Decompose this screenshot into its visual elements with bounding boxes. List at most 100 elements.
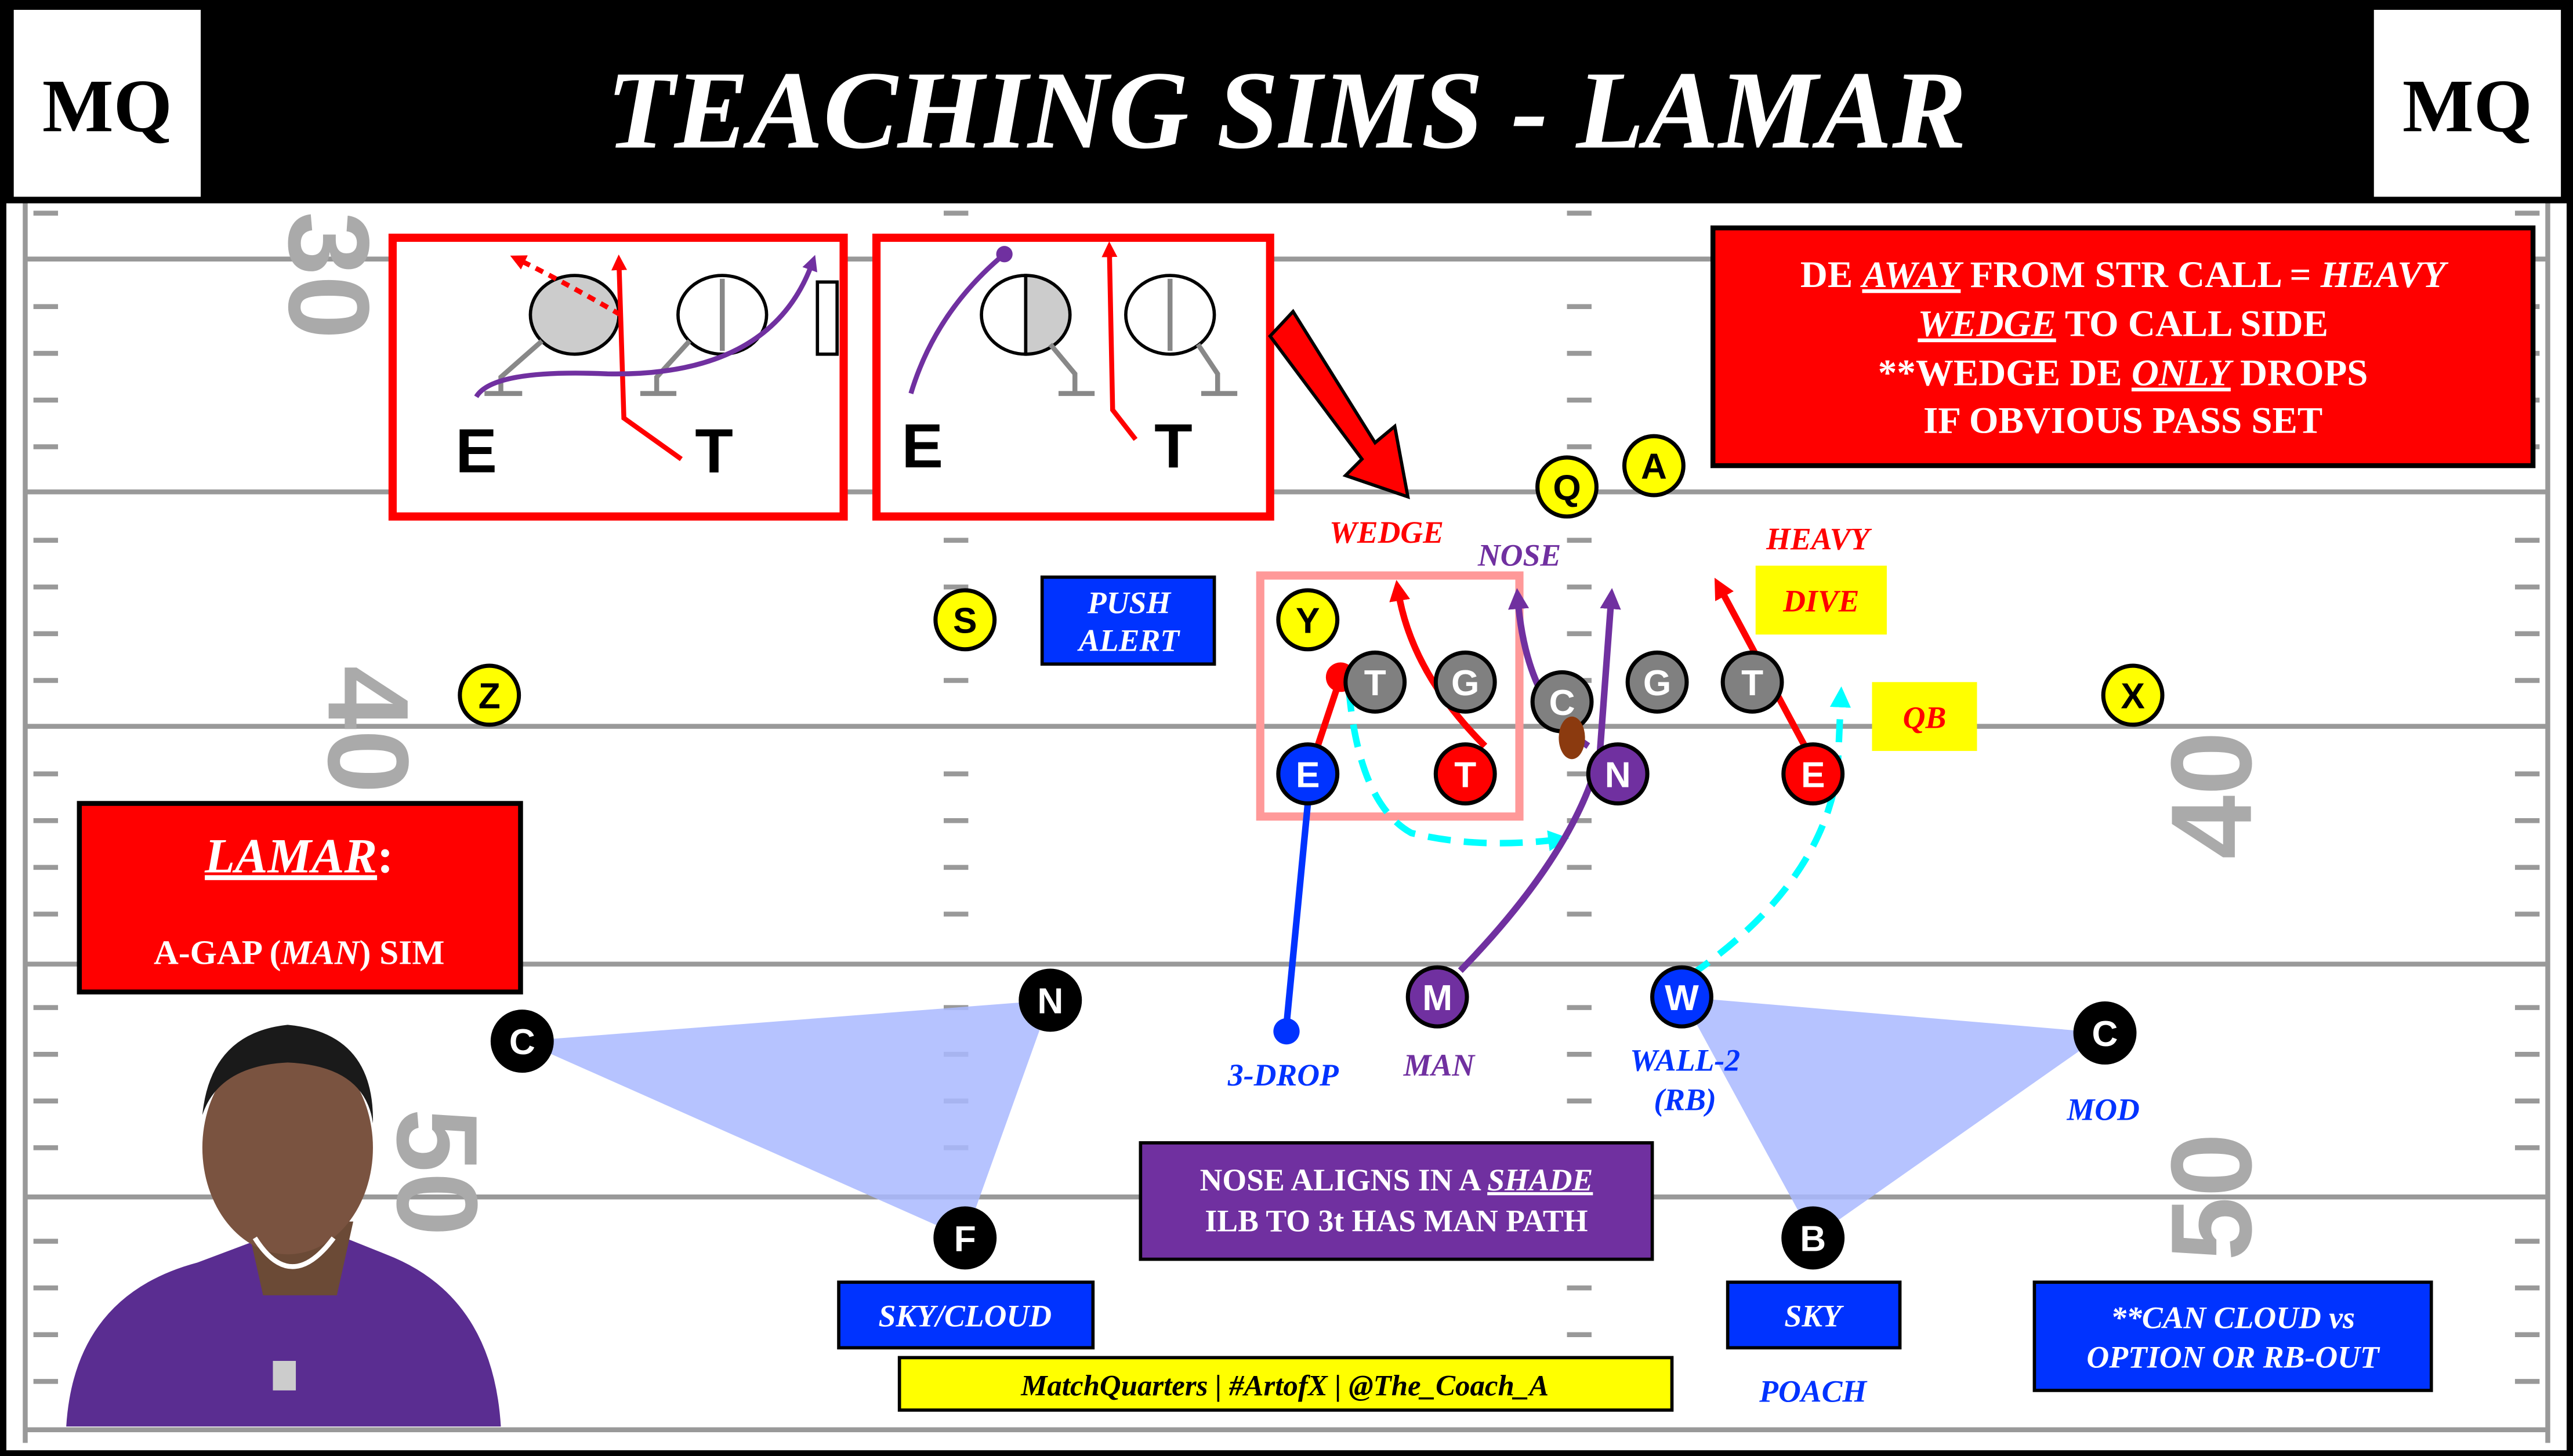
- player-n: N: [1586, 742, 1650, 806]
- label-wall2: WALL-2: [1630, 1043, 1740, 1077]
- svg-text:MQ: MQ: [42, 64, 172, 148]
- player-letter: G: [1643, 663, 1671, 703]
- player-circle: [1433, 650, 1497, 714]
- label-wedge: WEDGE: [1329, 515, 1444, 550]
- svg-text:ILB TO 3t HAS MAN PATH: ILB TO 3t HAS MAN PATH: [1205, 1204, 1588, 1239]
- nose-box: NOSE ALIGNS IN A SHADE ILB TO 3t HAS MAN…: [1139, 1141, 1654, 1261]
- player-photo: [66, 1025, 501, 1427]
- player-circle: [1535, 455, 1599, 519]
- player-0: T: [1343, 650, 1407, 714]
- label-poach: POACH: [1759, 1374, 1868, 1409]
- player-circle: [1276, 588, 1340, 652]
- inset-box-left: E T: [388, 233, 848, 521]
- player-letter: Y: [1296, 601, 1320, 641]
- wedge-highlight: [1256, 571, 1524, 821]
- player-letter: T: [1364, 663, 1386, 703]
- player-circle: [2101, 663, 2165, 727]
- player-t: T: [1433, 742, 1497, 806]
- svg-text:WEDGE TO CALL SIDE: WEDGE TO CALL SIDE: [1918, 303, 2328, 345]
- player-letter: M: [1422, 978, 1452, 1018]
- yard-number: 50: [2147, 1133, 2275, 1261]
- yard-number: 40: [2147, 731, 2275, 859]
- label-sky: SKY: [1784, 1299, 1844, 1334]
- player-letter: C: [509, 1022, 535, 1062]
- player-circle: [1586, 742, 1650, 806]
- player-circle: [1433, 742, 1497, 806]
- player-w: W: [1650, 965, 1713, 1029]
- inset-e: E: [455, 416, 497, 485]
- player-circle: [1625, 650, 1689, 714]
- label-qb: QB: [1903, 700, 1947, 735]
- player-letter: G: [1451, 663, 1479, 703]
- player-letter: C: [1549, 683, 1575, 723]
- player-n_back: N: [1019, 968, 1082, 1032]
- yard-number: 40: [305, 666, 433, 793]
- player-letter: W: [1665, 978, 1699, 1018]
- player-circle: [458, 663, 521, 727]
- label-man: MAN: [1403, 1048, 1476, 1083]
- logo-right: MQ: [2373, 9, 2561, 197]
- svg-text:NOSE ALIGNS IN A SHADE: NOSE ALIGNS IN A SHADE: [1200, 1163, 1593, 1197]
- inset-t: T: [695, 416, 733, 485]
- player-circle: [1276, 742, 1340, 806]
- player-letter: C: [2092, 1014, 2118, 1054]
- yard-number: 30: [265, 212, 393, 339]
- player-circle: [490, 1010, 554, 1073]
- svg-text:IF OBVIOUS PASS SET: IF OBVIOUS PASS SET: [1923, 400, 2322, 442]
- player-1: G: [1433, 650, 1497, 714]
- player-s: S: [933, 588, 997, 652]
- player-z: Z: [458, 663, 521, 727]
- svg-text:MQ: MQ: [2402, 64, 2532, 148]
- player-circle: [1720, 650, 1784, 714]
- football-icon: [1559, 716, 1585, 760]
- zone-triangle-left: [522, 1000, 1050, 1238]
- inset-t: T: [1154, 411, 1193, 481]
- label-can-cloud: **CAN CLOUD vs: [2111, 1300, 2355, 1335]
- footer-credits: MatchQuarters | #ArtofX | @The_Coach_A: [1020, 1370, 1549, 1402]
- player-letter: Q: [1553, 468, 1581, 508]
- route-endpoint: [1273, 1018, 1300, 1045]
- player-circle: [1781, 1206, 1845, 1270]
- label-nose: NOSE: [1477, 538, 1561, 573]
- label-sky-cloud: SKY/CLOUD: [879, 1299, 1052, 1334]
- label-heavy: HEAVY: [1766, 521, 1872, 556]
- label-can-cloud-2: OPTION OR RB-OUT: [2086, 1339, 2380, 1374]
- inset-box-right: E T: [872, 233, 1274, 521]
- player-e_right: E: [1781, 742, 1845, 806]
- svg-text:LAMAR:: LAMAR:: [204, 829, 393, 883]
- player-circle: [1405, 965, 1469, 1029]
- label-push-alert-2: ALERT: [1077, 623, 1180, 658]
- player-letter: A: [1641, 447, 1667, 487]
- player-letter: Z: [479, 677, 501, 717]
- player-3: G: [1625, 650, 1689, 714]
- pointer-arrow: [1268, 308, 1410, 500]
- player-letter: N: [1037, 982, 1063, 1022]
- player-b: B: [1781, 1206, 1845, 1270]
- header-bar: [1, 0, 2572, 204]
- player-circle: [933, 588, 997, 652]
- label-rb: (RB): [1654, 1082, 1716, 1117]
- inset-e: E: [901, 411, 943, 481]
- player-2: C: [1530, 670, 1594, 760]
- player-c_right: C: [2073, 1001, 2137, 1065]
- player-circle: [1019, 968, 1082, 1032]
- player-a: A: [1622, 434, 1686, 498]
- player-circle: [1343, 650, 1407, 714]
- yard-number: 50: [373, 1109, 501, 1236]
- player-q: Q: [1535, 455, 1599, 519]
- callout-box: DE AWAY FROM STR CALL = HEAVY WEDGE TO C…: [1710, 225, 2536, 469]
- player-circle: [1622, 434, 1686, 498]
- label-3-drop: 3-DROP: [1227, 1058, 1339, 1092]
- player-circle: [933, 1206, 997, 1270]
- player-letter: E: [1801, 755, 1825, 795]
- lamar-box: LAMAR: A-GAP (MAN) SIM: [77, 801, 523, 995]
- player-f: F: [933, 1206, 997, 1270]
- page-title: TEACHING SIMS - LAMAR: [606, 48, 1966, 172]
- svg-text:**WEDGE DE ONLY DROPS: **WEDGE DE ONLY DROPS: [1878, 353, 2368, 394]
- player-letter: S: [953, 601, 977, 641]
- svg-text:DE AWAY FROM STR CALL = HEAVY: DE AWAY FROM STR CALL = HEAVY: [1800, 254, 2449, 296]
- player-x: X: [2101, 663, 2165, 727]
- zone-triangle-right: [1681, 997, 2105, 1238]
